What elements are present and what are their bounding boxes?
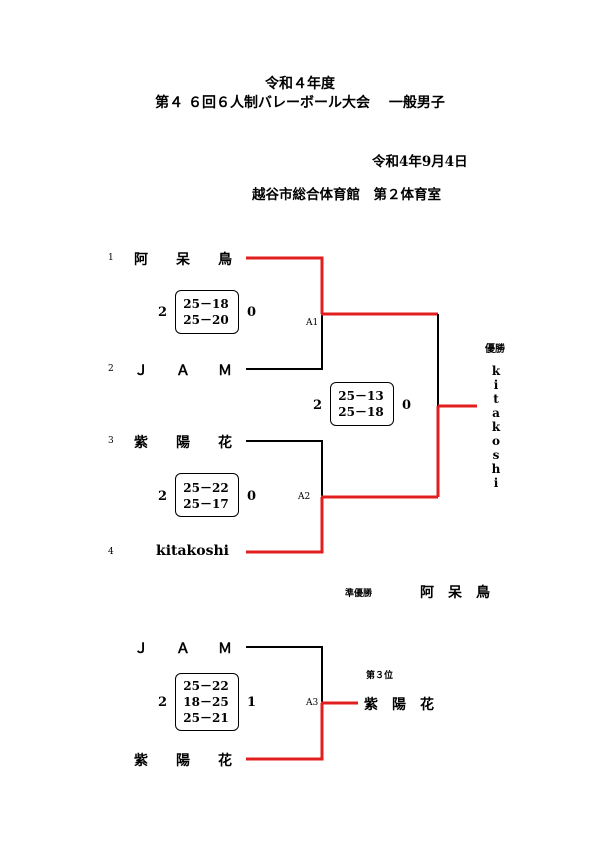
a1-match-label: A1 bbox=[306, 318, 319, 328]
a3-win-line bbox=[246, 703, 324, 761]
a3-match-label: A3 bbox=[306, 698, 319, 708]
champion-label: 優勝 bbox=[485, 344, 505, 355]
a3-set-2: 18－25 bbox=[183, 695, 229, 709]
a1-loss-line bbox=[246, 314, 323, 370]
seed-2: 2 bbox=[108, 364, 114, 374]
third-place-name: 紫 陽 花 bbox=[364, 697, 434, 713]
a1-set-2: 25－20 bbox=[183, 313, 229, 327]
a2-sets-box bbox=[175, 473, 239, 517]
a3-right-score: 1 bbox=[247, 695, 257, 710]
a1-sets-box bbox=[175, 290, 239, 334]
event-venue: 越谷市総合体育館 第２体育室 bbox=[252, 187, 441, 203]
a1-left-score: 2 bbox=[158, 305, 168, 320]
third-place-label: 第３位 bbox=[366, 671, 394, 681]
a3-set-1: 25－22 bbox=[183, 679, 229, 693]
a2-win-line bbox=[246, 497, 324, 554]
final-set-2: 25－18 bbox=[338, 405, 384, 419]
a3-set-3: 25－21 bbox=[183, 711, 229, 725]
a1-right-score: 0 bbox=[247, 305, 257, 320]
final-left-score: 2 bbox=[313, 398, 323, 413]
seed-1: 1 bbox=[108, 253, 114, 263]
team-3-name: 紫 陽 花 bbox=[134, 435, 232, 451]
seed-4: 4 bbox=[108, 547, 114, 557]
a1-win-line bbox=[246, 256, 324, 314]
a2-left-score: 2 bbox=[158, 489, 168, 504]
third-match-team-b: 紫 陽 花 bbox=[134, 753, 232, 769]
third-match-team-a: Ｊ Ａ Ｍ bbox=[134, 641, 232, 657]
event-date: 令和4年9月4日 bbox=[372, 154, 468, 170]
a2-set-1: 25－22 bbox=[183, 481, 229, 495]
runner-up-name: 阿 呆 鳥 bbox=[420, 585, 490, 601]
team-2-name: Ｊ Ａ Ｍ bbox=[134, 363, 232, 379]
a2-right-score: 0 bbox=[247, 489, 257, 504]
tournament-title: 第４ ６回６人制バレーボール大会 一般男子 bbox=[155, 95, 445, 111]
runner-up-label: 準優勝 bbox=[345, 589, 373, 599]
final-sets-box bbox=[330, 382, 394, 426]
champion-name: k i t a k o s h i bbox=[491, 364, 501, 490]
a3-loss-line bbox=[246, 646, 323, 703]
a1-set-1: 25－18 bbox=[183, 297, 229, 311]
team-1-name: 阿 呆 鳥 bbox=[134, 252, 232, 268]
a3-left-score: 2 bbox=[158, 695, 168, 710]
a2-loss-line bbox=[246, 440, 323, 496]
seed-3: 3 bbox=[108, 436, 114, 446]
a3-sets-box bbox=[175, 673, 239, 731]
team-4-name: kitakoshi bbox=[156, 543, 229, 559]
final-right-score: 0 bbox=[402, 398, 412, 413]
a2-set-2: 25－17 bbox=[183, 497, 229, 511]
a2-match-label: A2 bbox=[298, 492, 311, 502]
final-set-1: 25－13 bbox=[338, 389, 384, 403]
tournament-year: 令和４年度 bbox=[265, 76, 335, 92]
